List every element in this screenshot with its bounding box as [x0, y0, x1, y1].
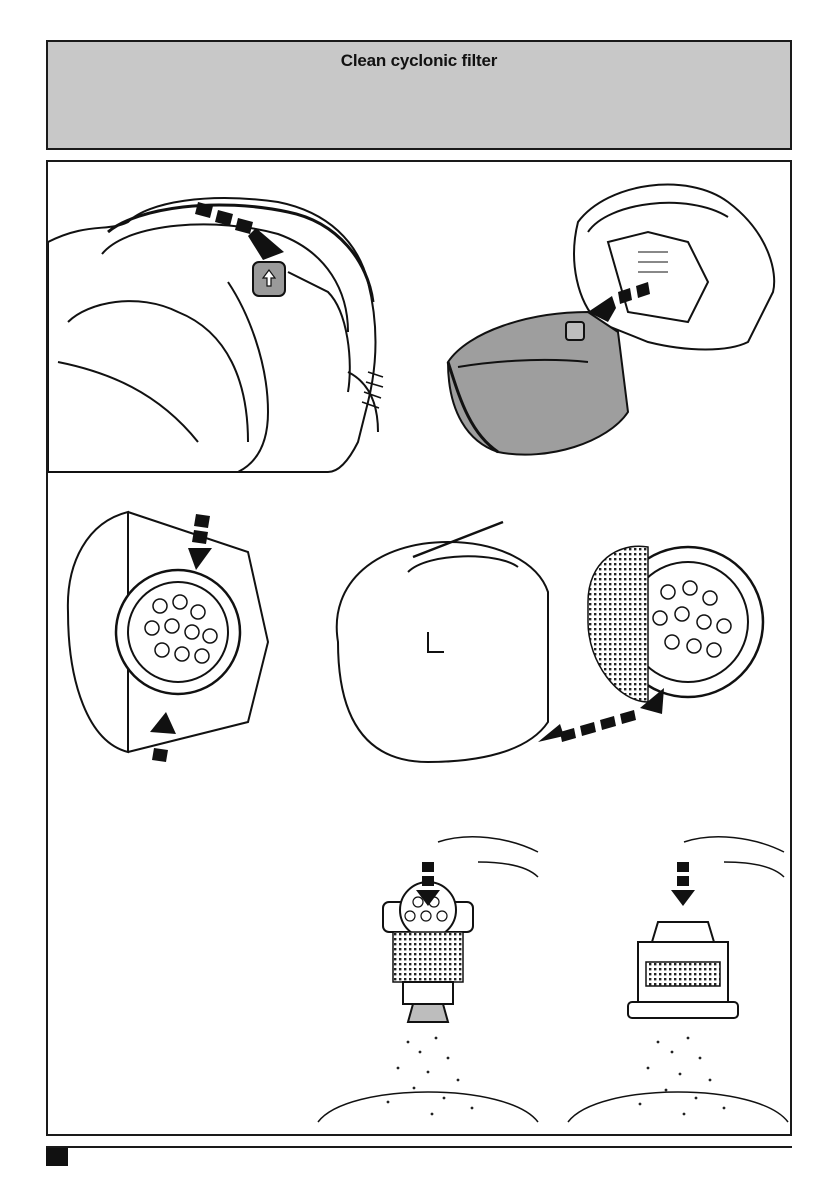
instruction-header-box: Clean cyclonic filter — [46, 40, 792, 150]
dust-particles-2 — [639, 1037, 726, 1116]
step-1-vacuum-release — [48, 198, 383, 472]
page-marker — [46, 1148, 68, 1166]
step-4-filter-separate — [337, 522, 763, 762]
dust-particles — [387, 1037, 474, 1116]
step-2-dust-bin-removal — [448, 185, 774, 455]
step-3-filter-catches — [68, 512, 268, 762]
step-6-filter-empty-inverted — [568, 837, 788, 1122]
page-title: Clean cyclonic filter — [48, 51, 790, 71]
footer-rule — [46, 1146, 792, 1148]
illustration-frame — [46, 160, 792, 1136]
step-5-filter-empty — [318, 837, 538, 1122]
illustration-canvas — [48, 162, 790, 1134]
tap-arrow-icon-2 — [671, 862, 695, 906]
